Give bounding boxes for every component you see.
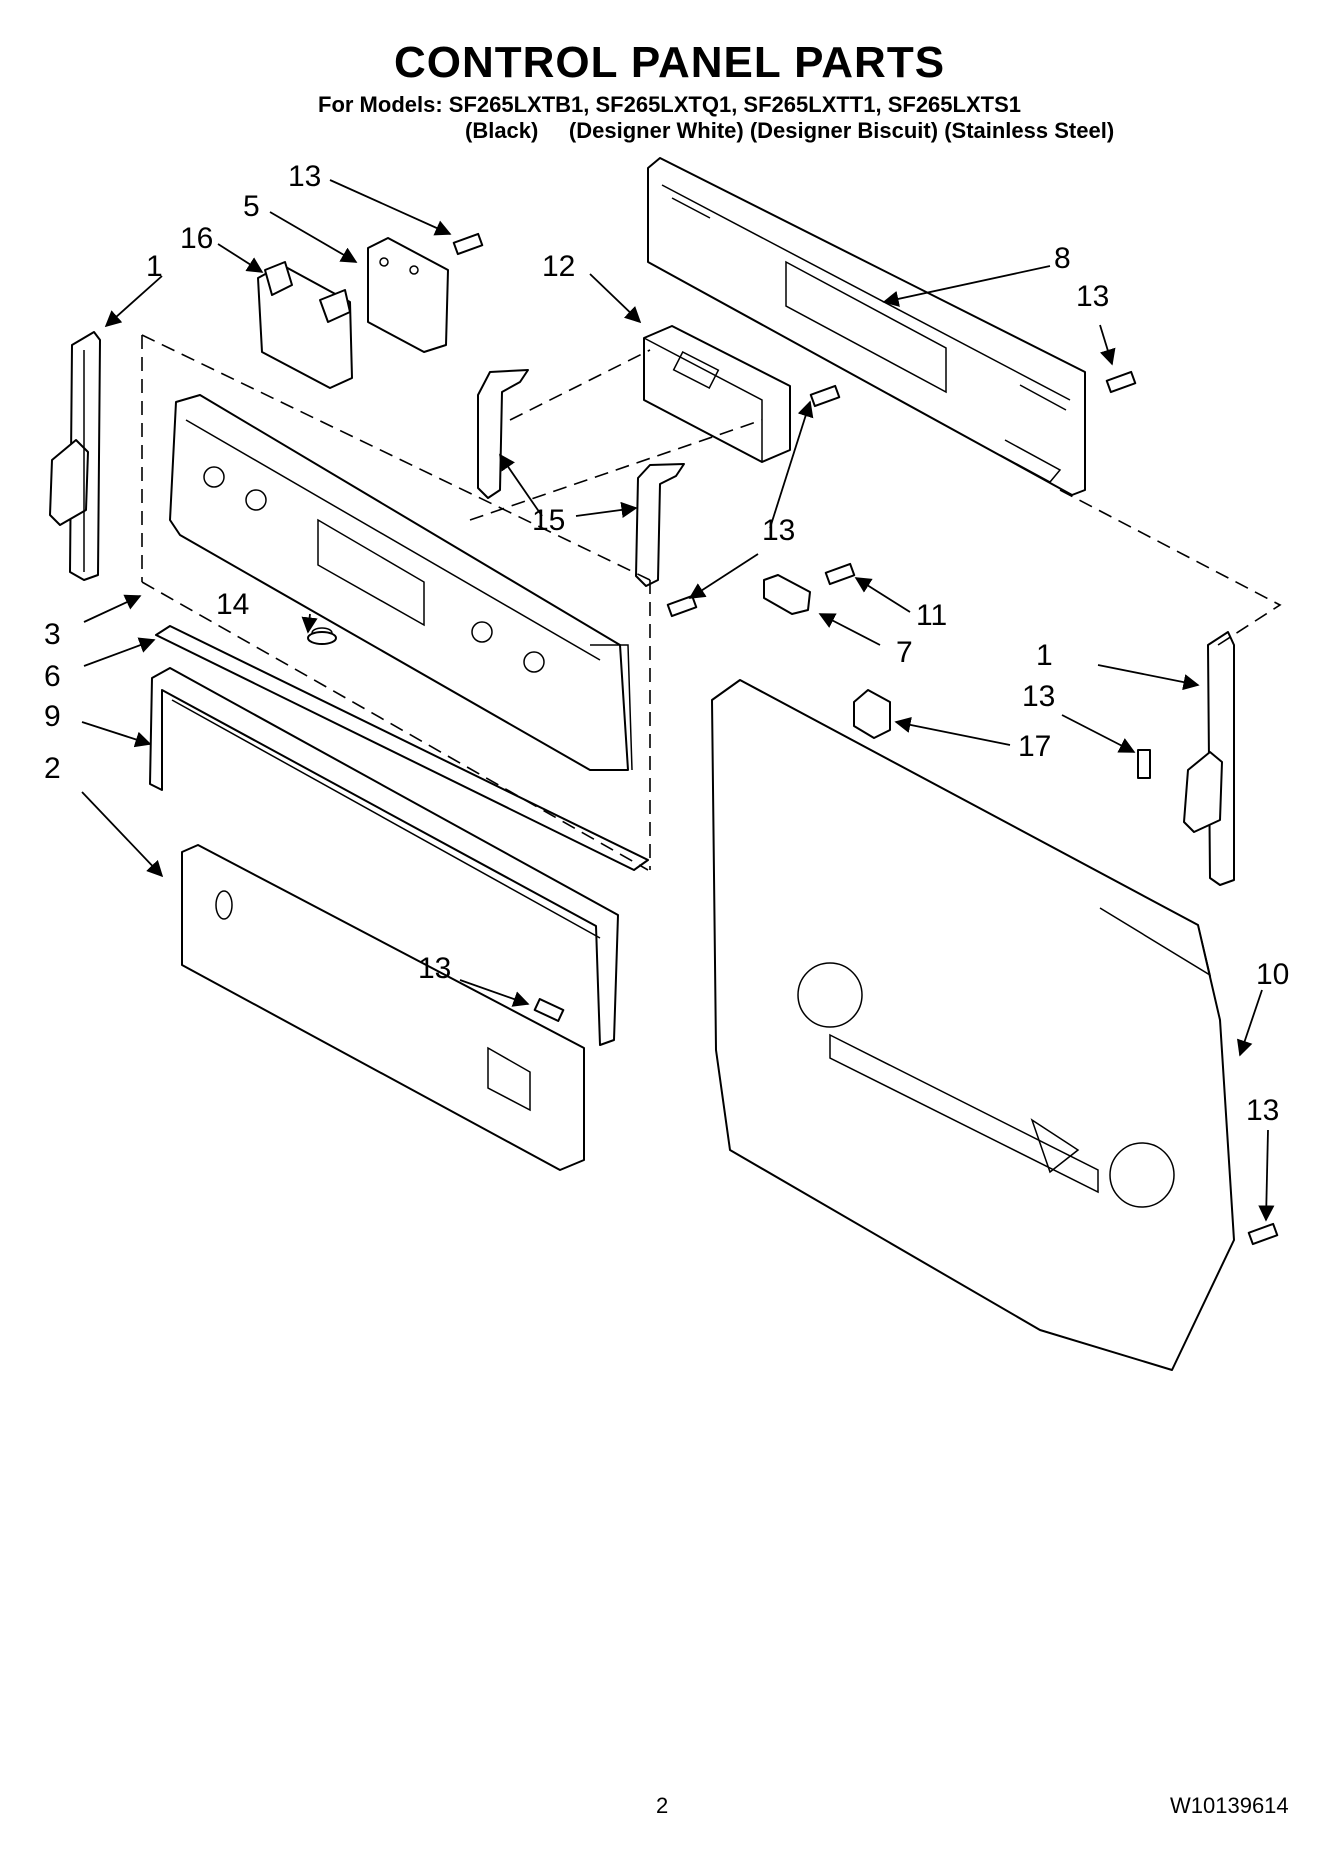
- callout-5: 5: [243, 190, 260, 223]
- part-2-cover: [181, 844, 585, 1171]
- part-15-bracket-b: [635, 463, 685, 587]
- callout-13: 13: [1022, 680, 1055, 713]
- callout-6: 6: [44, 660, 61, 693]
- page-number: 2: [656, 1793, 669, 1818]
- document-number: W10139614: [1170, 1793, 1289, 1818]
- callout-1: 1: [146, 250, 163, 283]
- part-3-console: [169, 394, 633, 771]
- part-16-clip: [257, 261, 353, 389]
- callout-7: 7: [896, 636, 913, 669]
- callout-13: 13: [762, 514, 795, 547]
- part-8-rear-bracket: [647, 157, 1086, 496]
- callout-15: 15: [532, 504, 565, 537]
- screws: [452, 232, 1279, 1246]
- callout-16: 16: [180, 222, 213, 255]
- part-1-right-bracket: [1183, 631, 1235, 886]
- callout-10: 10: [1256, 958, 1289, 991]
- part-14-badge: [307, 631, 337, 645]
- callout-12: 12: [542, 250, 575, 283]
- part-17-clip: [853, 689, 891, 739]
- part-9-channel: [149, 667, 619, 1046]
- page-title: CONTROL PANEL PARTS: [393, 38, 946, 87]
- part-7-small-bracket: [763, 574, 811, 615]
- part-10-rear-panel: [711, 679, 1235, 1371]
- callout-14: 14: [216, 588, 249, 621]
- callout-1: 1: [1036, 639, 1053, 672]
- callout-11: 11: [916, 599, 947, 632]
- part-1-left-bracket: [49, 331, 101, 581]
- callout-13: 13: [418, 952, 451, 985]
- part-12-control: [643, 325, 791, 463]
- leader-arrows: [81, 179, 1275, 1222]
- callout-13: 13: [1076, 280, 1109, 313]
- callout-2: 2: [44, 752, 61, 785]
- callout-13: 13: [288, 160, 321, 193]
- part-5-board: [367, 237, 449, 353]
- colors-line: (Black) (Designer White) (Designer Biscu…: [465, 118, 1115, 143]
- callout-8: 8: [1054, 242, 1071, 275]
- callout-3: 3: [44, 618, 61, 651]
- callout-9: 9: [44, 700, 61, 733]
- callout-labels: 13 5 16 1 12 8 13 15 13 11 7 1 13 17 14 …: [44, 160, 1289, 1127]
- assembly-lines: [141, 334, 1282, 871]
- models-line: For Models: SF265LXTB1, SF265LXTQ1, SF26…: [318, 92, 1021, 117]
- callout-13: 13: [1246, 1094, 1279, 1127]
- part-15-bracket-a: [477, 369, 529, 499]
- part-6-trim: [155, 625, 649, 871]
- callout-17: 17: [1018, 730, 1051, 763]
